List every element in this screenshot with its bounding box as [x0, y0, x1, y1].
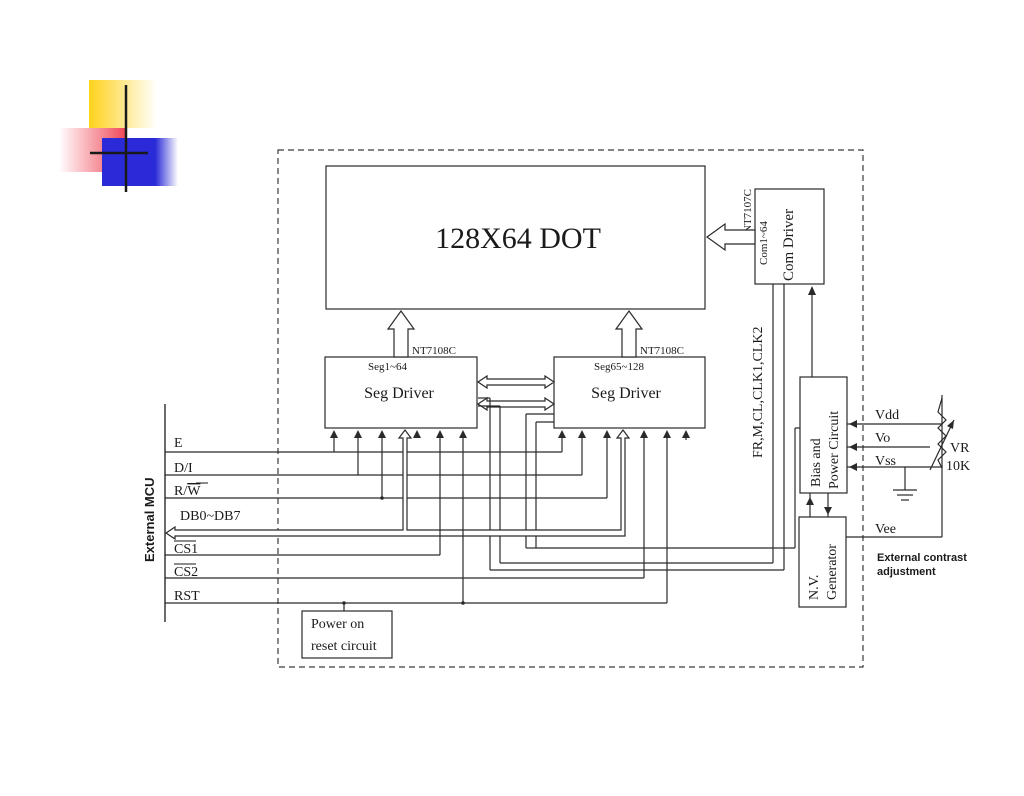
module-outline	[277, 149, 864, 668]
lcd-panel: 128X64 DOT	[325, 165, 706, 310]
nv-generator-line2: Generator	[825, 544, 840, 600]
power-reset-line2: reset circuit	[311, 639, 377, 654]
vss-label: Vss	[875, 454, 896, 469]
power-pins: Vdd Vo Vss Vee VR 10K External contrast …	[846, 395, 970, 578]
contrast-label-line2: adjustment	[877, 566, 936, 578]
bias-power-line2: Power Circuit	[827, 411, 842, 489]
signal-lines	[164, 429, 690, 611]
seg-left-to-panel-arrow	[386, 309, 416, 358]
mcu-bus: External MCU	[142, 404, 166, 622]
power-reset-line1: Power on	[311, 617, 364, 632]
seg-driver-left-chip-label: NT7108C	[412, 345, 456, 357]
power-on-reset-block: Power on reset circuit	[301, 610, 393, 659]
external-mcu-label: External MCU	[142, 477, 157, 562]
bias-power-block: Bias and Power Circuit	[799, 376, 848, 494]
nv-generator-block: N.V. Generator	[798, 516, 847, 608]
vo-label: Vo	[875, 431, 890, 446]
signal-db-label: DB0~DB7	[180, 509, 240, 524]
signal-rw-label: R/W	[174, 484, 201, 499]
nv-generator-line1: N.V.	[807, 575, 822, 600]
signal-cs2-label: CS2	[174, 565, 198, 580]
seg-driver-left-range-label: Seg1~64	[368, 361, 407, 373]
seg-driver-right-label: Seg Driver	[591, 385, 661, 402]
seg-driver-right-block: NT7108C Seg65~128 Seg Driver	[553, 345, 706, 429]
vr-label: VR	[950, 441, 970, 456]
seg-link-arrows	[476, 374, 556, 412]
com-driver-range-label: Com1~64	[758, 221, 770, 265]
seg-driver-right-chip-label: NT7108C	[640, 345, 684, 357]
signal-rst-label: RST	[174, 589, 200, 604]
com-driver-label: Com Driver	[781, 209, 797, 281]
seg-right-to-panel-arrow	[614, 309, 644, 358]
com-to-panel-arrow	[705, 222, 756, 252]
bias-power-line1: Bias and	[809, 438, 824, 487]
signal-cs1-label: CS1	[174, 542, 198, 557]
contrast-label-line1: External contrast	[877, 552, 967, 564]
clock-bus-label: FR,M,CL,CLK1,CLK2	[751, 327, 766, 458]
vee-label: Vee	[875, 522, 896, 537]
signal-e-label: E	[174, 436, 183, 451]
internal-power-links	[806, 286, 832, 517]
signal-di-label: D/I	[174, 461, 193, 476]
clock-bus: FR,M,CL,CLK1,CLK2	[478, 284, 800, 571]
com-driver-chip-label: NT7107C	[742, 189, 754, 233]
corner-logo	[59, 80, 178, 192]
seg-driver-left-label: Seg Driver	[364, 385, 434, 402]
signal-labels: E D/I R/W DB0~DB7 CS1 CS2 RST	[174, 436, 240, 604]
vdd-label: Vdd	[875, 408, 899, 423]
seg-driver-right-range-label: Seg65~128	[594, 361, 644, 373]
lcd-panel-title: 128X64 DOT	[435, 222, 601, 255]
seg-driver-left-block: NT7108C Seg1~64 Seg Driver	[324, 345, 478, 429]
resistor-value-label: 10K	[946, 459, 970, 474]
